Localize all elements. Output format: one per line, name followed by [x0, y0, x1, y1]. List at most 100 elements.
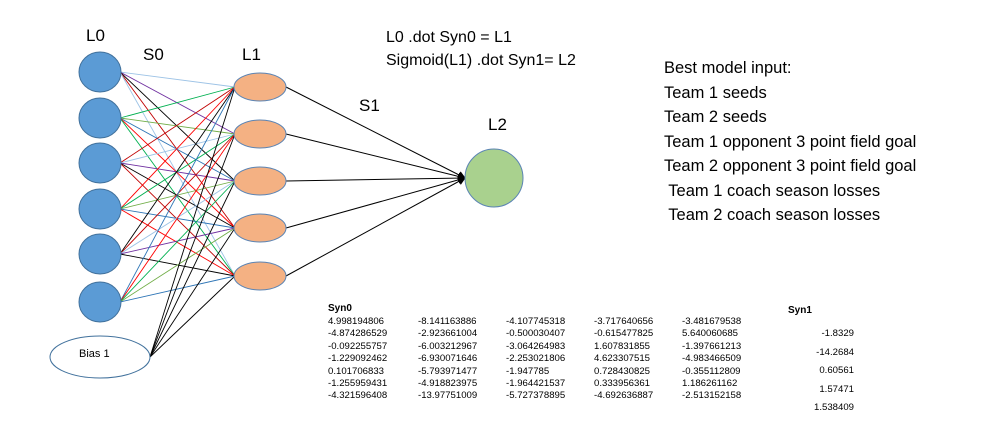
syn1-title: Syn1	[788, 305, 812, 316]
output-node	[464, 148, 524, 208]
syn0-cell: -4.107745318	[506, 316, 566, 327]
synapse-edge	[119, 133, 236, 303]
bias-edge	[149, 86, 236, 358]
output-edge	[285, 133, 466, 181]
syn0-row: 0.101706833 -5.793971477 -1.947785 0.728430…	[328, 366, 772, 378]
syn0-cell: 4.623307515	[594, 353, 651, 365]
syn0-cell: 4.998194806	[328, 316, 385, 327]
model-input-item: Team 1 coach season losses	[664, 181, 881, 200]
output-edge	[285, 176, 466, 229]
connection-edges	[119, 71, 466, 358]
syn0-cell: -1.947785	[506, 365, 550, 377]
hidden-node	[233, 166, 287, 196]
synapse-edge	[119, 86, 236, 303]
synapse-edge	[119, 117, 236, 229]
synapse-s1-label: S1	[359, 96, 380, 115]
synapse-edge	[119, 275, 236, 303]
synapse-edge	[119, 180, 236, 303]
input-node	[78, 142, 122, 184]
syn0-cell: -2.513152158	[682, 390, 742, 402]
synapse-edge	[119, 117, 236, 277]
model-info: Best model input: Team 1 seeds Team 2 se…	[664, 56, 916, 228]
syn1-value: 1.538409	[813, 402, 854, 413]
synapse-edge	[119, 227, 236, 303]
syn0-cell: -6.930071646	[418, 353, 478, 365]
syn0-cell: -1.397661213	[682, 340, 742, 352]
syn0-cell: -2.253021806	[506, 353, 566, 365]
syn0-cell: 0.101706833	[328, 365, 385, 377]
syn0-cell: -0.615477825	[594, 328, 654, 340]
syn0-cell: -0.092255757	[328, 340, 388, 352]
model-input-item: Team 2 seeds	[664, 108, 767, 126]
syn0-cell: 1.607831855	[594, 340, 651, 352]
bias-edge	[149, 227, 236, 358]
syn0-cell: -3.481679538	[682, 316, 742, 327]
output-edge	[285, 177, 466, 277]
syn0-title: Syn0	[328, 303, 352, 314]
syn1-value: -14.2684	[816, 346, 854, 358]
syn0-cell: -5.727378895	[506, 390, 566, 402]
layer-l1-label: L1	[242, 45, 261, 64]
syn0-cell: -0.500030407	[506, 328, 566, 340]
syn0-cell: -0.355112809	[682, 365, 741, 377]
synapse-edge	[119, 71, 236, 88]
input-node	[78, 233, 122, 275]
hidden-node	[233, 261, 287, 291]
hidden-node	[233, 213, 287, 243]
output-edge	[285, 86, 466, 179]
syn0-row: -0.092255757 -6.003212967 -3.064264983 1.60…	[328, 341, 772, 353]
syn0-cell: 1.186261162	[682, 378, 738, 390]
syn0-cell: -6.003212967	[418, 340, 478, 352]
model-input-item: Team 1 opponent 3 point field goal	[664, 132, 917, 151]
formula-2: Sigmoid(L1) .dot Syn1= L2	[386, 52, 576, 69]
synapse-edge	[119, 86, 236, 164]
syn0-cell: 5.640060685	[682, 328, 739, 340]
model-info-title: Best model input:	[664, 59, 792, 77]
syn0-cell: 0.333956361	[594, 378, 651, 390]
synapse-edge	[119, 208, 236, 277]
syn0-cell: 0.728430825	[594, 365, 651, 377]
synapse-edge	[119, 117, 236, 135]
output-edge	[285, 174, 466, 183]
synapse-edge	[119, 86, 236, 210]
model-input-item: Team 1 seeds	[664, 83, 767, 102]
syn0-cell: -1.255959431	[328, 378, 388, 390]
synapse-s0-label: S0	[143, 45, 164, 64]
syn0-cell: -3.064264983	[506, 340, 566, 352]
bias-edge	[149, 133, 236, 358]
syn0-row: -4.874286529-2.923661004-0.500030407-0.6…	[328, 328, 772, 340]
syn0-row: -1.229092462 -6.930071646 -2.253021806 4.62…	[328, 353, 772, 365]
formula-1: L0 .dot Syn0 = L1	[386, 29, 512, 46]
syn0-cell: -1.964421537	[506, 378, 566, 390]
syn1-value: -1.8329	[821, 328, 854, 339]
synapse-edge	[119, 71, 236, 277]
synapse-edge	[119, 71, 236, 182]
syn0-table: 4.998194806-8.141163886-4.107745318-3.71…	[328, 316, 772, 403]
syn0-cell: -1.229092462	[328, 353, 388, 365]
input-node	[78, 281, 122, 323]
model-input-item: Team 2 opponent 3 point field goal	[664, 157, 917, 175]
syn0-row: 4.998194806-8.141163886-4.107745318-3.71…	[328, 316, 772, 328]
bias-edge	[149, 275, 236, 358]
layer-l0-label: L0	[86, 26, 105, 45]
network-nodes	[49, 51, 524, 379]
syn0-cell: -4.321596408	[328, 390, 388, 402]
synapse-edge	[119, 86, 236, 255]
syn0-cell: -5.793971477	[418, 365, 478, 377]
syn0-row: -4.321596408 -13.97751009 -5.727378895 -4.6…	[328, 390, 772, 402]
synapse-edge	[119, 86, 236, 119]
input-node	[78, 97, 122, 139]
bias-edge	[149, 180, 236, 358]
bias-node-label: Bias 1	[79, 348, 110, 360]
syn1-value: 1.57471	[819, 383, 854, 395]
syn1-value: 0.60561	[819, 365, 854, 376]
syn0-cell: -13.97751009	[418, 390, 478, 402]
layer-l2-label: L2	[488, 115, 507, 134]
bias-node	[49, 335, 151, 379]
hidden-node	[233, 119, 287, 149]
syn0-cell: -4.692636887	[594, 390, 654, 402]
syn0-cell: -4.874286529	[328, 328, 388, 340]
input-node	[78, 188, 122, 230]
